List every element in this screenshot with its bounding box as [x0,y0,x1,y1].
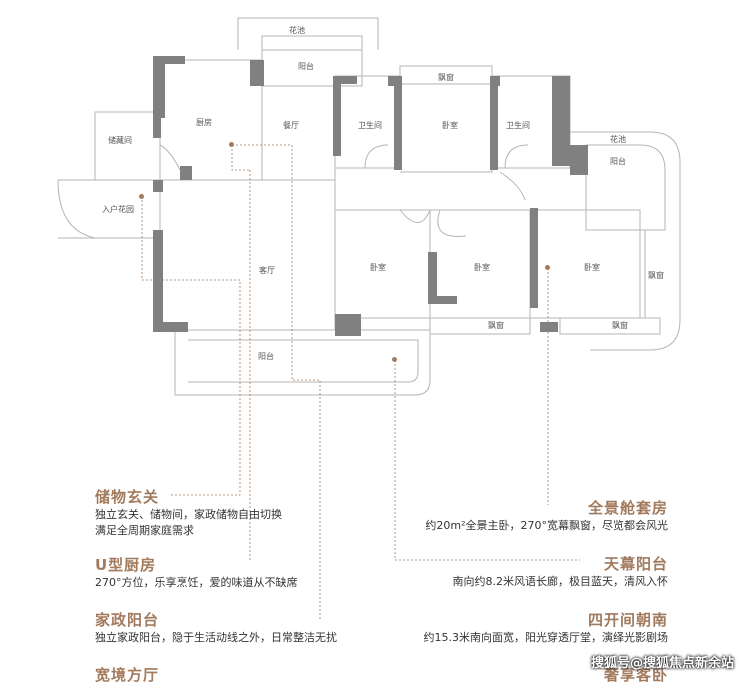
marker-dot-kitchen [229,142,234,147]
annotation-south-facing-desc: 约15.3米南向面宽，阳光穿透厅堂，演绎光影剧场 [423,631,669,644]
flowerbed-top-outline [237,17,379,50]
room-flowerbed-top: 花池 [289,26,305,35]
annotation-storage-desc-2: 满足全周期家庭需求 [95,524,194,537]
room-bay-window-top: 飘窗 [438,73,454,82]
marker-dot-balcony [392,357,397,362]
annotation-kitchen-desc: 270°方位，乐享烹饪，爱的味道从不缺席 [95,576,298,589]
room-flowerbed-right: 花池 [610,135,626,144]
flowerbed-right-outline [570,131,681,351]
room-bay-window-right: 飘窗 [648,271,664,280]
room-bay-window-b1: 飘窗 [488,321,504,330]
storage-outline [94,111,161,181]
room-dining: 餐厅 [283,121,299,130]
room-balcony-top: 阳台 [298,62,314,71]
bay-window-b1-outline [429,317,531,335]
room-living: 客厅 [259,266,275,275]
annotation-utility-balcony-title: 家政阳台 [95,611,160,629]
room-kitchen: 厨房 [196,118,212,127]
room-bedroom-right: 卧室 [584,263,600,272]
living-room-outline [160,179,336,331]
room-bedroom-mid: 卧室 [474,263,490,272]
room-bathroom-1: 卫生间 [358,121,382,130]
bay-window-b2-outline [559,317,661,335]
entry-garden-outline [58,179,161,239]
room-storage: 储藏间 [108,136,132,145]
room-bay-window-b2: 飘窗 [612,321,628,330]
annotation-sky-balcony-title: 天幕阳台 [603,555,668,573]
balcony-bottom-outline [174,329,431,396]
annotation-hall-title: 宽境方厅 [95,666,160,684]
annotation-storage-desc-1: 独立玄关、储物间，家政储物自由切换 [95,508,282,521]
room-bedroom-left: 卧室 [370,263,386,272]
annotation-south-facing-title: 四开间朝南 [587,611,668,629]
room-balcony-bottom: 阳台 [258,352,274,361]
annotation-storage-title: 储物玄关 [95,488,160,506]
marker-dot-suite [545,265,550,270]
room-entry-garden: 入户花园 [102,205,134,214]
leader-balcony [394,360,580,561]
room-bathroom-2: 卫生间 [506,121,530,130]
room-bedroom-top: 卧室 [442,121,458,130]
leader-storage [141,196,241,496]
marker-dot-entry [139,194,144,199]
leader-dining [232,144,321,620]
annotation-suite-title: 全景舱套房 [587,499,668,517]
balcony-right-outline [585,144,666,231]
annotation-sky-balcony-desc: 南向约8.2米风语长廊，极目蓝天，清风入怀 [452,575,669,588]
room-balcony-right: 阳台 [610,157,626,166]
annotation-suite-desc: 约20m²全景主卧，270°宽幕飘窗，尽览都会风光 [425,519,668,532]
annotation-kitchen-title: U型厨房 [95,556,157,574]
watermark: 搜狐号@搜狐焦点新余站 [590,656,734,671]
annotation-utility-balcony-desc: 独立家政阳台，隐于生活动线之外，日常整洁无扰 [95,631,337,644]
dining-outline [262,85,336,230]
